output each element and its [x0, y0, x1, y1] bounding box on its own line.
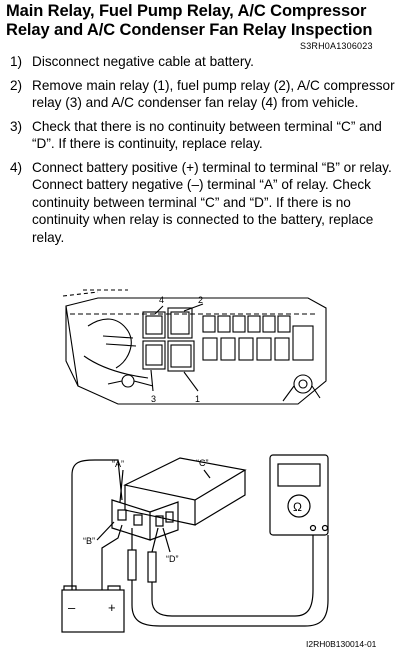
- step-number: 1): [10, 54, 23, 69]
- step-text: Remove main relay (1), fuel pump relay (…: [32, 77, 395, 111]
- label-c: “C”: [196, 458, 209, 468]
- figure-code: I2RH0B130014-01: [306, 639, 377, 649]
- step-text: Check that there is no continuity betwee…: [32, 118, 382, 152]
- battery-minus-label: –: [68, 600, 76, 615]
- ohm-symbol: Ω: [293, 500, 302, 514]
- instruction-steps: 1) Disconnect negative cable at battery.…: [10, 53, 395, 252]
- callout-4: 4: [159, 295, 164, 305]
- callout-3: 3: [151, 394, 156, 404]
- page-title: Main Relay, Fuel Pump Relay, A/C Compres…: [6, 2, 373, 39]
- step-4: 4) Connect battery positive (+) terminal…: [10, 159, 395, 247]
- step-text: Disconnect negative cable at battery.: [32, 54, 254, 69]
- section-code: S3RH0A1306023: [300, 41, 373, 51]
- step-number: 2): [10, 77, 23, 93]
- relay-test-figure: “A” “B” “C” “D” – + Ω I2RH0B130014-01: [61, 454, 377, 649]
- battery-plus-label: +: [108, 600, 116, 615]
- callout-2: 2: [198, 295, 203, 305]
- label-b: “B”: [83, 536, 95, 546]
- label-a: “A”: [112, 459, 124, 469]
- step-text: Connect battery positive (+) terminal to…: [32, 159, 392, 245]
- step-number: 3): [10, 118, 23, 134]
- step-3: 3) Check that there is no continuity bet…: [10, 118, 395, 153]
- step-1: 1) Disconnect negative cable at battery.: [10, 53, 395, 71]
- step-2: 2) Remove main relay (1), fuel pump rela…: [10, 77, 395, 112]
- step-number: 4): [10, 159, 23, 175]
- relay-location-figure: 4 2 3 1: [62, 289, 327, 405]
- label-d: “D”: [166, 554, 179, 564]
- callout-1: 1: [195, 394, 200, 404]
